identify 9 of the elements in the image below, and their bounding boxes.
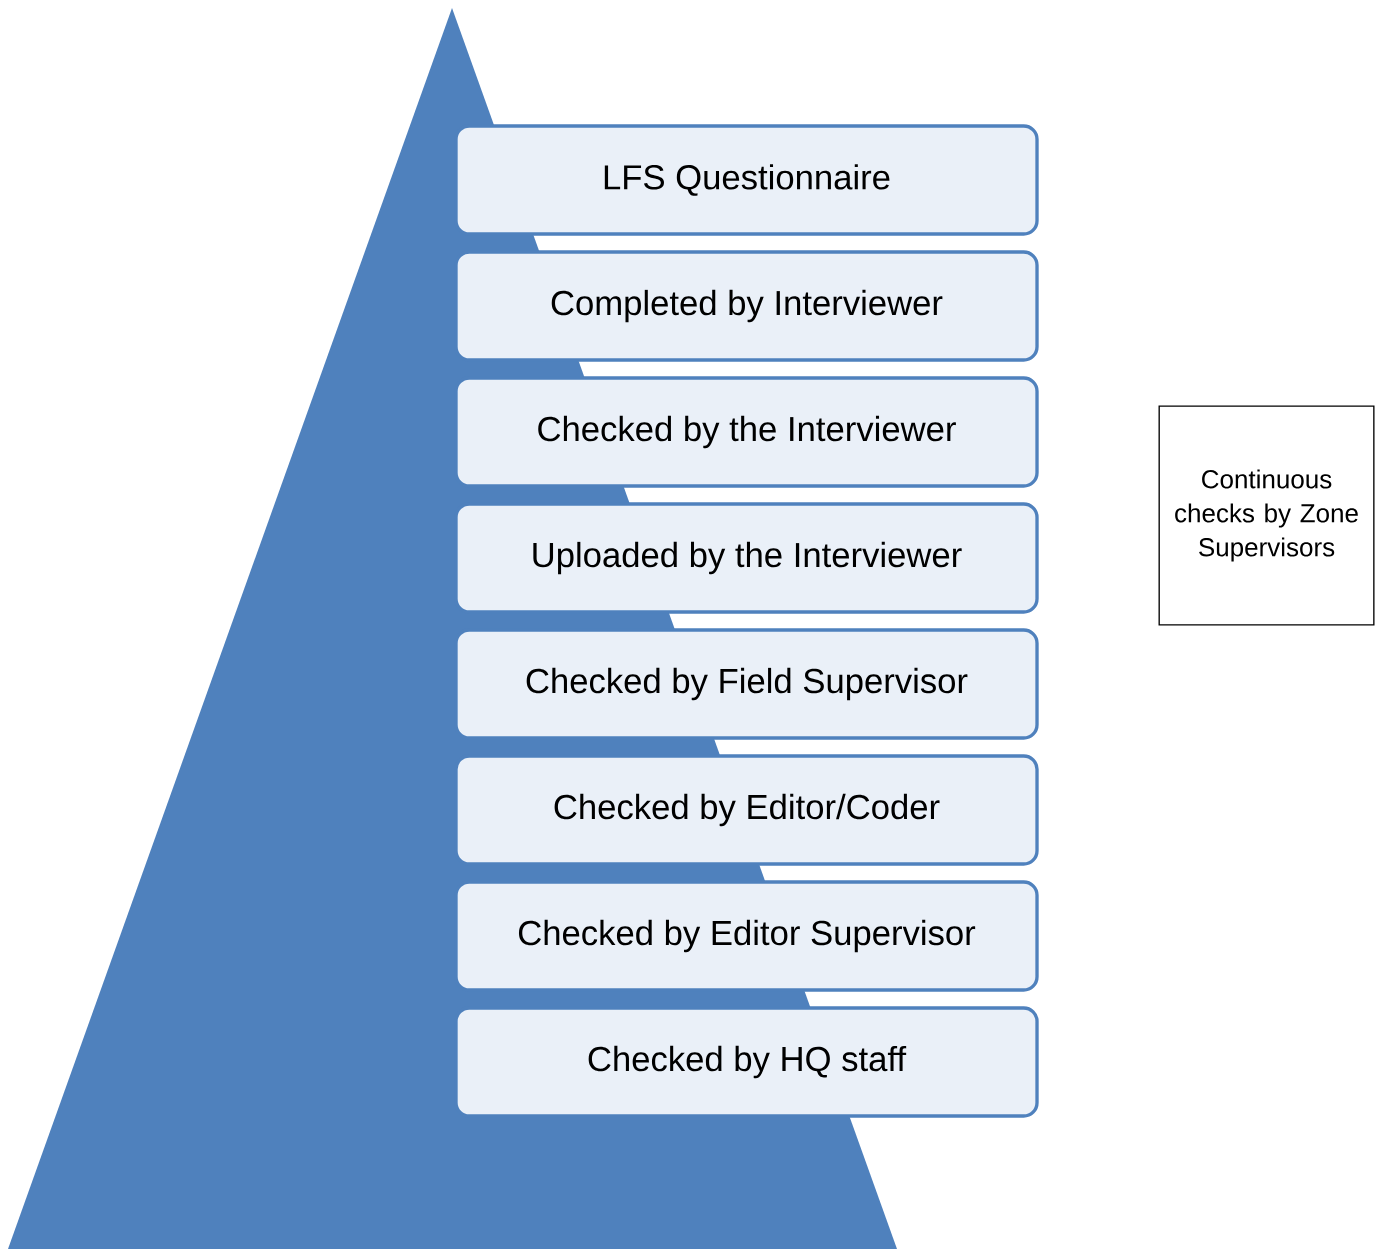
step-box: Checked by Editor/Coder <box>454 754 1039 866</box>
step-box: Checked by the Interviewer <box>454 376 1039 488</box>
step-box: LFS Questionnaire <box>454 124 1039 236</box>
step-box: Checked by Field Supervisor <box>454 628 1039 740</box>
note-box: Continuous checks by Zone Supervisors <box>1158 405 1375 626</box>
step-box: Checked by Editor Supervisor <box>454 880 1039 992</box>
step-box: Completed by Interviewer <box>454 250 1039 362</box>
step-box: Checked by HQ staff <box>454 1006 1039 1118</box>
step-box: Uploaded by the Interviewer <box>454 502 1039 614</box>
